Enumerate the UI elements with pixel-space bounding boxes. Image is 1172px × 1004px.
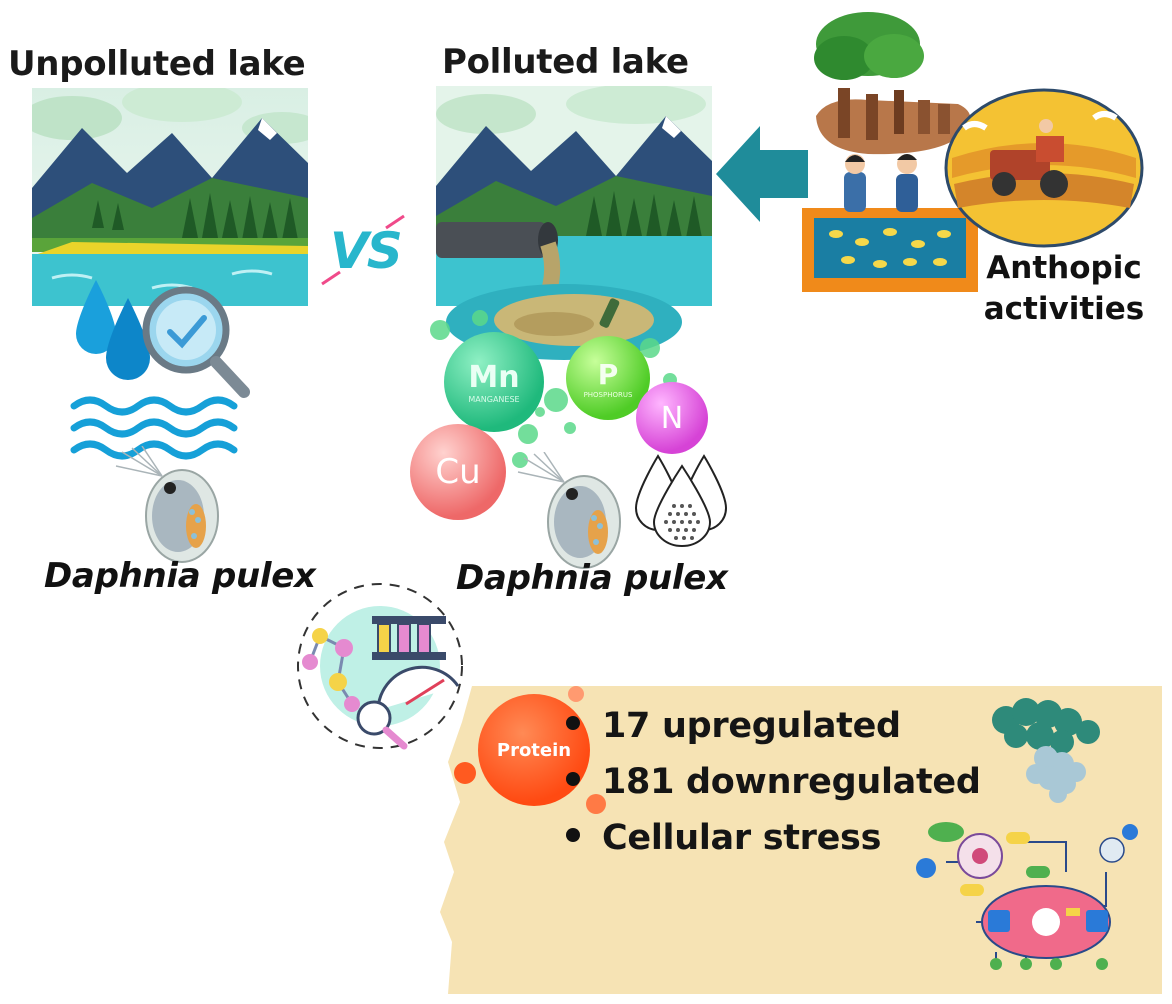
result-cellular-stress-text: Cellular stress: [602, 818, 882, 858]
result-cellular-stress: Cellular stress: [566, 810, 981, 866]
result-downregulated: 181 downregulated: [566, 754, 981, 810]
manganese-symbol: Mn: [468, 360, 520, 395]
deforestation-illustration: [814, 12, 971, 155]
protein-ball: Protein: [478, 694, 590, 806]
phosphorus-element-ball: P PHOSPHORUS: [566, 336, 650, 420]
result-upregulated-text: 17 upregulated: [602, 706, 901, 746]
polluted-organism-label: Daphnia pulex: [456, 558, 728, 598]
vs-slash: [321, 214, 405, 286]
protein-bubble-tiny: [568, 686, 584, 702]
manganese-name: MANGANESE: [468, 395, 520, 404]
lab-analysis-icon: [297, 583, 463, 750]
protein-bubble-mid: [586, 794, 606, 814]
anthropic-line1: Anthopic: [986, 250, 1142, 286]
nutrient-drops-icon: [634, 454, 728, 547]
results-list: 17 upregulated 181 downregulated Cellula…: [566, 698, 981, 866]
daphnia-icon: [115, 446, 219, 563]
vs-label: VS: [330, 222, 403, 280]
agriculture-illustration: [944, 88, 1144, 248]
anthropic-activities-label: Anthopic activities: [976, 248, 1152, 330]
left-arrow: [716, 126, 808, 222]
protein-structure-icon: [992, 698, 1100, 803]
phosphorus-name: PHOSPHORUS: [583, 390, 633, 399]
bullet-dot: [566, 716, 580, 730]
bullet-dot: [566, 772, 580, 786]
protein-bubble-small: [454, 762, 476, 784]
unpolluted-lake-illustration: [32, 88, 308, 306]
unpolluted-lake-title: Unpolluted lake: [8, 44, 306, 84]
copper-symbol: Cu: [435, 452, 481, 492]
manganese-element-ball: Mn MANGANESE: [444, 332, 544, 432]
polluted-lake-title: Polluted lake: [442, 42, 689, 82]
cell-pathway-icon: [916, 822, 1138, 970]
protein-label: Protein: [496, 739, 572, 761]
unpolluted-organism-label: Daphnia pulex: [44, 556, 316, 596]
waves-icon: [70, 396, 238, 460]
anthropic-line2: activities: [983, 291, 1145, 327]
phosphorus-symbol: P: [597, 357, 619, 391]
results-panel-background: [440, 686, 1162, 994]
bullet-dot: [566, 828, 580, 842]
result-downregulated-text: 181 downregulated: [602, 762, 981, 802]
aquaculture-illustration: [802, 154, 978, 292]
nitrogen-symbol: N: [660, 400, 684, 436]
result-upregulated: 17 upregulated: [566, 698, 981, 754]
daphnia-polluted-icon: [517, 452, 621, 569]
copper-element-ball: Cu: [410, 424, 506, 520]
water-quality-icon: [76, 280, 250, 398]
nitrogen-element-ball: N: [636, 382, 708, 454]
polluted-lake-illustration: [436, 86, 712, 306]
